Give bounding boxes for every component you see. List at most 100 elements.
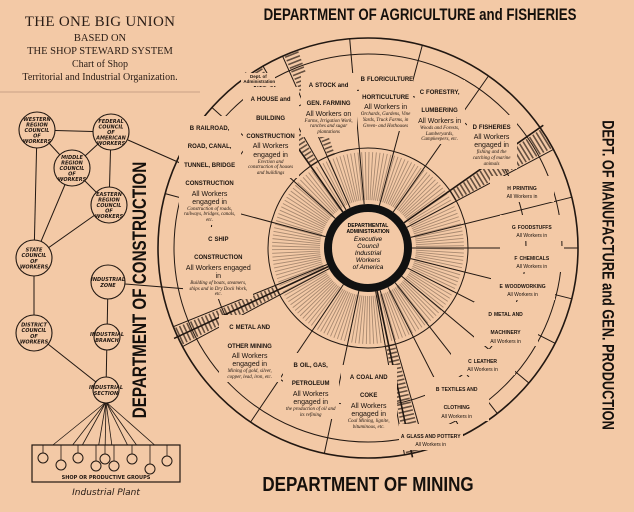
hub-line: Executive: [353, 236, 383, 244]
node-label-line: OF: [30, 334, 38, 340]
print-texture: [364, 152, 367, 201]
print-texture: [399, 176, 434, 213]
print-texture: [344, 294, 357, 342]
print-texture: [339, 156, 355, 203]
print-texture: [325, 161, 348, 206]
sector-divider: [406, 148, 554, 228]
department-manufacture: DEPT. OF MANUFACTURE and GEN. PRODUCTION: [598, 120, 618, 430]
print-texture: [380, 155, 395, 202]
print-texture: [399, 283, 432, 321]
print-texture: [317, 288, 344, 330]
admin-slice-texture: [284, 51, 299, 58]
admin-slice-texture: [399, 412, 415, 418]
node-label-line: COUNCIL: [99, 124, 124, 130]
print-texture: [382, 156, 399, 203]
print-texture: [354, 295, 363, 344]
print-texture: [311, 170, 340, 210]
print-texture: [308, 285, 339, 324]
print-texture: [288, 193, 329, 222]
print-texture: [290, 190, 330, 221]
sector-description: Mining of gold, silver, copper, lead, ir…: [227, 369, 273, 381]
admin-slice-texture: [459, 184, 468, 195]
sector-divider: [182, 268, 330, 348]
sector-letter: A: [400, 433, 405, 440]
print-texture: [415, 255, 463, 265]
print-texture: [299, 281, 335, 317]
print-texture: [295, 184, 332, 218]
admin-slice-texture: [304, 150, 312, 157]
print-texture: [415, 247, 465, 250]
print-texture: [292, 277, 331, 308]
node-circle: [90, 186, 128, 224]
shop-group-node: [144, 463, 156, 475]
print-texture: [371, 152, 377, 201]
admin-slice-texture: [476, 172, 485, 186]
print-texture: [346, 154, 358, 202]
sector-workers: All Workers engaged in: [473, 134, 510, 150]
node-label-line: ZONE: [99, 283, 116, 289]
shop-group-node: [37, 452, 49, 464]
admin-slice-texture: [388, 359, 400, 363]
print-texture: [286, 196, 328, 224]
admin-slice-texture: [456, 186, 464, 197]
print-texture: [410, 206, 455, 228]
node-label-line: MIDDLE: [61, 155, 83, 161]
print-texture: [415, 230, 463, 240]
sector-description: Building of boats, steamers, ships and i…: [189, 280, 248, 298]
sector-description: Woods and Forests, Lumberyards, Campkeep…: [419, 125, 460, 143]
industrial-plant-label: Industrial Plant: [72, 488, 140, 498]
print-texture: [272, 234, 321, 243]
sector-name: TEXTILES AND CLOTHING: [441, 386, 478, 412]
print-texture: [282, 203, 326, 227]
sector-name: FLORICULTURE HORTICULTURE: [362, 76, 414, 101]
admin-slice-texture: [306, 154, 314, 160]
sector-name: FORESTRY, LUMBERING: [421, 90, 460, 115]
sector-letter: F: [514, 255, 518, 262]
node-label-line: EASTERN: [96, 192, 123, 198]
sector-description: Farms, Irrigation Work, ranches and suga…: [304, 118, 353, 136]
admin-slice-texture: [472, 175, 482, 188]
link-western-state: [33, 129, 38, 259]
sector-description: Coal Mining, lignite, bituminous, etc.: [347, 418, 390, 430]
node-label-line: WORKERS: [97, 141, 126, 147]
industrial-wheel: [157, 37, 579, 459]
print-texture: [390, 290, 413, 334]
sector-letter: C: [419, 90, 425, 97]
hub-line: Workers: [355, 256, 381, 264]
print-texture: [415, 237, 464, 244]
print-texture: [332, 158, 351, 204]
print-texture: [272, 252, 321, 258]
admin-slice-texture: [291, 66, 305, 73]
hub-executive-council: DEPARTMENTAL ADMINISTRATION Executive Co…: [324, 204, 412, 292]
node-circle: [93, 323, 121, 351]
print-texture: [411, 209, 457, 230]
print-texture: [302, 283, 336, 319]
print-texture: [340, 294, 356, 341]
print-texture: [367, 151, 370, 201]
sector-workers: All Workers on: [305, 110, 352, 118]
admin-slice-texture: [386, 343, 395, 348]
sector-description: Orchards, Gardens, Vine Yards, Truck Far…: [360, 112, 411, 129]
shop-groups-label: SHOP OR PRODUCTIVE GROUPS: [62, 475, 151, 481]
node-circle: [15, 314, 53, 352]
print-texture: [351, 295, 361, 343]
admin-slice-texture: [535, 132, 548, 152]
admin-slice-texture: [324, 145, 333, 150]
sector-workers: All Workers engaged in: [231, 353, 268, 369]
sector-divider: [379, 290, 427, 451]
print-texture: [413, 216, 459, 233]
shop-group-node: [126, 453, 138, 465]
node-circle: [15, 239, 53, 277]
sector-name: OIL, GAS, PETROLEUM: [291, 363, 330, 388]
